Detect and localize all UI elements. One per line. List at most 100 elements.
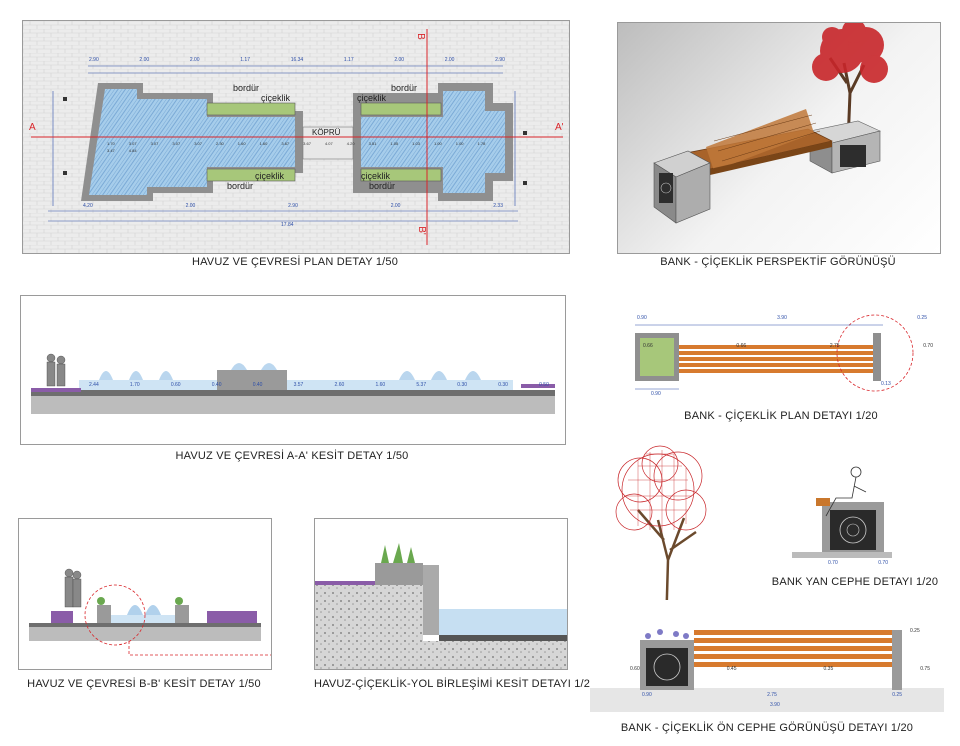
- dim-label: 1.00: [455, 141, 464, 146]
- right-pool-water: [361, 91, 505, 193]
- dim-label: 1.60: [259, 141, 268, 146]
- dim-label: 0.13: [881, 381, 891, 387]
- dim-label: 0.60: [170, 382, 181, 388]
- dim-label: 4.84: [128, 148, 137, 153]
- dim-label: 0.35: [823, 666, 834, 672]
- right-planter-top: [360, 102, 442, 116]
- bordur-label-1: bordür: [233, 83, 260, 93]
- bench-side-dims: 0.70 0.70: [828, 560, 888, 566]
- dim-label: 0.66: [643, 343, 653, 349]
- dim-label: 1.05: [390, 141, 399, 146]
- dim-label: 0.25: [910, 628, 920, 634]
- bench-front-dims: 0.90 2.75 0.25: [642, 692, 902, 698]
- bordur-label-4: bordür: [369, 181, 396, 191]
- dim-label: 2.00: [444, 57, 455, 63]
- dim-label: 0.70: [828, 560, 838, 566]
- dim-label: 4.20: [346, 141, 355, 146]
- dim-label: 0.75: [920, 666, 930, 672]
- dim-label: 0.30: [457, 382, 468, 388]
- dim-label: 0.40: [252, 382, 263, 388]
- dim-label: 2.00: [139, 57, 150, 63]
- plan-dims-bottom: 4.20 2.00 2.90 2.00 2.33: [83, 203, 503, 209]
- dim-label: 0.50: [539, 382, 549, 388]
- dim-label: 0.70: [923, 343, 933, 349]
- plan-detail-panel: A A' B B' bordür çiçeklik çiçeklik bordü…: [22, 20, 570, 254]
- dim-label: 0.90: [637, 315, 647, 321]
- dim-label: 3.67: [303, 141, 311, 146]
- dim-label: 3.57: [293, 382, 304, 388]
- junction-panel: [314, 518, 568, 670]
- ciceklik-label-3: çiçeklik: [357, 93, 387, 103]
- dim-label: 3.07: [194, 141, 202, 146]
- dim-label: 0.25: [917, 315, 927, 321]
- dim-label: 0.45: [726, 666, 737, 672]
- left-planter-bottom: [206, 168, 296, 182]
- section-b-label: B: [414, 33, 426, 40]
- bench-front-caption: BANK - ÇİÇEKLİK ÖN CEPHE GÖRÜNÜŞÜ DETAYI…: [620, 722, 914, 734]
- dim-label: 4.20: [83, 203, 93, 209]
- dim-label: 2.90: [495, 57, 505, 63]
- dim-label: 2.90: [288, 203, 298, 209]
- perspective-caption: BANK - ÇİÇEKLİK PERSPEKTİF GÖRÜNÜŞÜ: [660, 256, 896, 268]
- dim-label: 2.00: [185, 203, 196, 209]
- dim-label: 3.07: [128, 141, 137, 146]
- plan-dims-top: 2.90 2.00 2.00 1.17 16.34 1.17 2.00 2.00…: [89, 57, 505, 63]
- bench-plan-drawing: [635, 314, 914, 392]
- dim-label: 1.03: [412, 141, 420, 146]
- dim-label: 2.30: [215, 141, 224, 146]
- bench-side-panel: 0.70 0.70: [770, 460, 940, 570]
- dim-label: 1.60: [375, 382, 386, 388]
- dim-label: 2.00: [390, 203, 401, 209]
- section-aa-dims: 2.44 1.70 0.60 0.40 0.40 3.57 2.60 1.60 …: [89, 382, 549, 388]
- bench-plan-dims-inner: 0.66 0.66 2.75 0.70: [643, 343, 933, 349]
- dim-label: 17.84: [281, 222, 294, 228]
- left-planter-top: [206, 102, 296, 116]
- tree-elevation: [615, 445, 707, 630]
- dim-label: 1.17: [343, 57, 354, 63]
- dim-label: 0.66: [736, 343, 747, 349]
- dim-label: 1.70: [129, 382, 140, 388]
- dim-label: 2.90: [89, 57, 99, 63]
- junction-drawing: [315, 543, 567, 669]
- bridge-label: KÖPRÜ: [312, 128, 341, 137]
- section-aa-drawing: [31, 353, 555, 414]
- dim-label: 2.75: [767, 692, 777, 698]
- dim-label: 1.00: [433, 141, 442, 146]
- section-bb-panel: [18, 518, 272, 670]
- perspective-panel: [617, 22, 941, 254]
- dim-label: 0.90: [651, 391, 661, 397]
- bench-plan-panel: 0.90 3.90 0.25 0.66 0.66 2.75 0.70 0.13 …: [623, 293, 939, 403]
- dim-label: 1.78: [477, 141, 486, 146]
- dim-label: 2.00: [394, 57, 405, 63]
- section-bb-drawing: [29, 568, 271, 656]
- dim-label: 0.70: [878, 560, 888, 566]
- dim-label: 0.25: [892, 692, 902, 698]
- bordur-label-3: bordür: [391, 83, 418, 93]
- dim-label: 0.90: [642, 692, 652, 698]
- bench-plan-dims: 0.90 3.90 0.25: [637, 315, 927, 321]
- perspective-render: [653, 23, 888, 224]
- junction-caption: HAVUZ-ÇİÇEKLİK-YOL BİRLEŞİMİ KESİT DETAY…: [314, 678, 597, 690]
- ciceklik-label-2: çiçeklik: [255, 171, 285, 181]
- dim-label: 2.60: [334, 382, 345, 388]
- bridge: [302, 126, 354, 160]
- bench-side-caption: BANK YAN CEPHE DETAYI 1/20: [771, 576, 939, 588]
- plan-drawing: [23, 21, 569, 253]
- bench-front-dims-inner: 0.60 0.45 0.35 0.75: [630, 666, 930, 672]
- dim-label: 1.70: [107, 141, 115, 146]
- section-a-label: A: [29, 122, 36, 133]
- dim-label: 0.60: [630, 666, 640, 672]
- dim-label: 3.90: [770, 702, 780, 708]
- dim-label: 3.47: [107, 148, 115, 153]
- ciceklik-label-1: çiçeklik: [261, 93, 291, 103]
- dim-label: 3.07: [172, 141, 181, 146]
- bench-side-drawing: [792, 466, 892, 558]
- section-a2-label: A': [555, 122, 564, 133]
- plan-caption: HAVUZ VE ÇEVRESİ PLAN DETAY 1/50: [191, 256, 399, 268]
- section-bb-caption: HAVUZ VE ÇEVRESİ B-B' KESİT DETAY 1/50: [27, 678, 261, 690]
- section-b2-label: B': [415, 226, 427, 235]
- plan-dims-inner: 1.70 3.07 3.07 3.07 3.07 2.30 1.60 1.60 …: [107, 141, 497, 153]
- bench-front-drawing: [590, 629, 944, 712]
- bordur-label-2: bordür: [227, 181, 254, 191]
- section-aa-panel: 2.44 1.70 0.60 0.40 0.40 3.57 2.60 1.60 …: [20, 295, 566, 445]
